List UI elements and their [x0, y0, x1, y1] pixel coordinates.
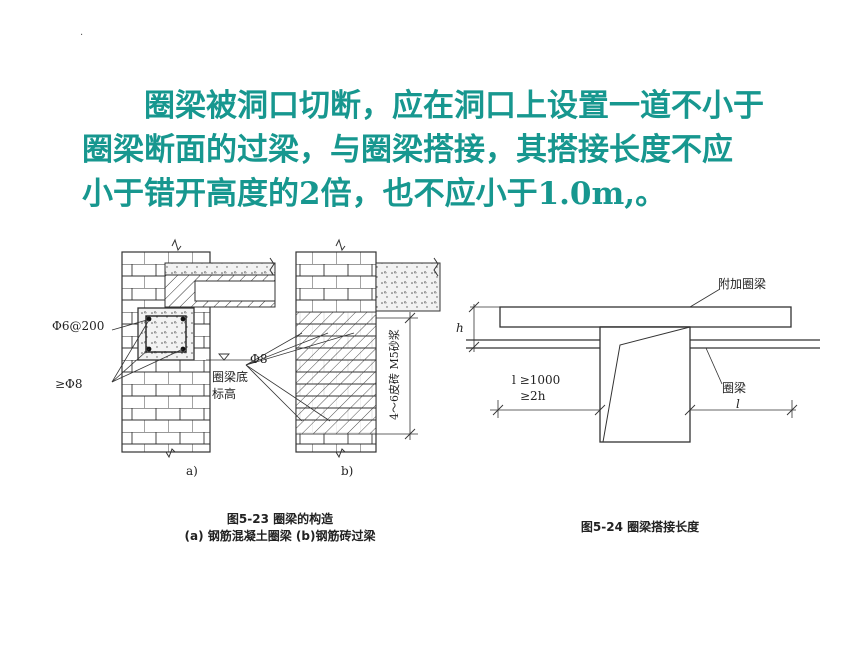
paragraph-line-3: 小于错开高度的2倍，也不应小于1.0m,。	[82, 176, 667, 212]
label-sub-a: a)	[186, 464, 198, 478]
label-l-condition-1: l ≥1000	[512, 373, 560, 387]
label-bottom-elev-1: 圈梁底	[212, 369, 248, 384]
figure-b-section	[245, 238, 441, 459]
main-paragraph: 圈梁被洞口切断，应在洞口上设置一道不小于 圈梁断面的过梁，与圈梁搭接，其搭接长度…	[82, 84, 822, 216]
corner-dot: ·	[80, 30, 84, 41]
label-bottom-elev-2: 标高	[212, 386, 236, 401]
caption-subtitle: (a) 钢筋混凝土圈梁 (b)钢筋砖过梁	[184, 529, 376, 543]
paragraph-line-2: 圈梁断面的过梁，与圈梁搭接，其搭接长度不应	[82, 132, 733, 168]
label-l-condition-2: ≥2h	[520, 389, 546, 403]
figure-5-23-caption: 图5-23 圈梁的构造 (a) 钢筋混凝土圈梁 (b)钢筋砖过梁	[150, 511, 410, 545]
figure-5-24-caption: 图5-24 圈梁搭接长度	[580, 520, 700, 534]
label-phi6-200: Φ6@200	[52, 319, 104, 333]
figure-overlap-diagram	[466, 288, 820, 443]
label-phi8-b: Φ8	[250, 352, 267, 366]
caption-title: 图5-23 圈梁的构造	[226, 512, 334, 526]
label-ring-beam: 圈梁	[722, 380, 746, 395]
label-additional-ring-beam: 附加圈梁	[718, 276, 766, 291]
figure-a-section	[111, 238, 276, 459]
label-h: h	[456, 321, 464, 335]
label-ge-phi8-a: ≥Φ8	[55, 377, 83, 391]
label-sub-b: b)	[341, 464, 353, 478]
label-l-right: l	[736, 397, 740, 411]
paragraph-line-1: 圈梁被洞口切断，应在洞口上设置一道不小于	[144, 88, 764, 124]
label-four-six-bricks: 4～6皮砖 M5砂浆	[387, 329, 401, 420]
